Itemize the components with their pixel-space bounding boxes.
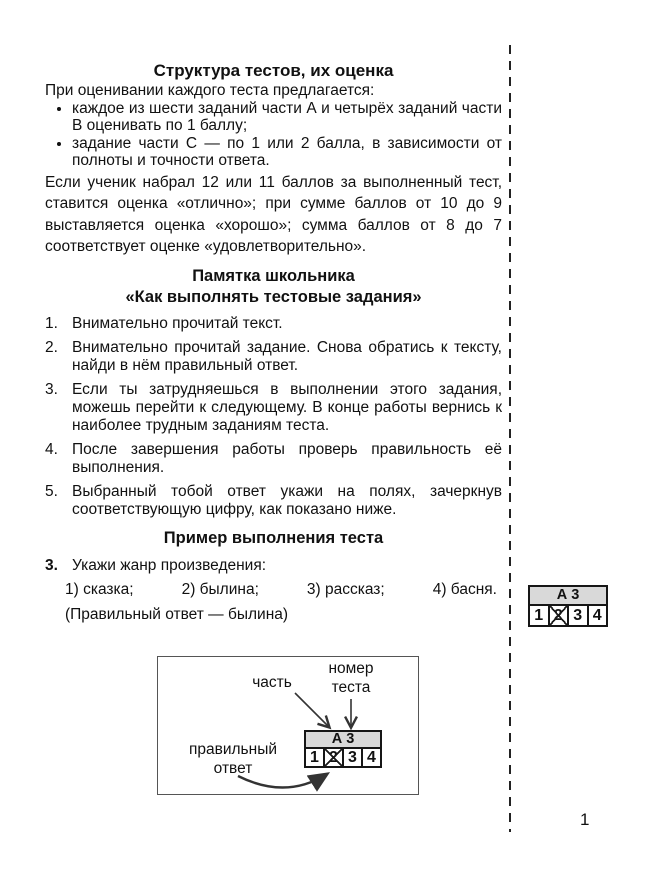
example-heading: Пример выполнения теста	[163, 528, 384, 547]
part-arrow	[294, 692, 332, 730]
list-item: 4. После завершения работы проверь прави…	[45, 441, 502, 477]
correct-answer-note: (Правильный ответ — былина)	[65, 605, 289, 623]
dashed-cut-line	[509, 45, 511, 832]
answer-cell-2-crossed: 2	[547, 604, 569, 627]
list-item: 1. Внимательно прочитай текст.	[45, 315, 502, 333]
label-test-number: номер теста	[318, 659, 384, 697]
answer-cell-3: 3	[567, 604, 589, 627]
answer-table-row: 1 2 3 4	[304, 747, 382, 768]
question-text: Укажи жанр произведения:	[72, 556, 267, 574]
list-item-text: Выбранный тобой ответ укажи на полях, за…	[72, 482, 502, 518]
list-item-text: После завершения работы проверь правильн…	[72, 440, 502, 476]
list-item-number: 2.	[45, 338, 58, 356]
main-text-column: Структура тестов, их оценка При оцениван…	[45, 60, 502, 625]
label-part: часть	[252, 674, 292, 691]
example-question: 3. Укажи жанр произведения:	[45, 556, 502, 576]
list-item: 5. Выбранный тобой ответ укажи на полях,…	[45, 483, 502, 519]
answer-options-row: 1) сказка; 2) былина; 3) рассказ; 4) бас…	[65, 581, 497, 599]
list-item-number: 1.	[45, 314, 58, 332]
answer-cell-4: 4	[586, 604, 608, 627]
list-item-text: Если ты затрудняешься в выполнении этого…	[72, 380, 502, 434]
answer-table-header: А 3	[528, 585, 608, 606]
answer-cell-4: 4	[361, 747, 382, 768]
label-correct-answer: правильный ответ	[174, 740, 292, 778]
correct-answer-arrow	[237, 772, 331, 792]
bullet-item: задание части С — по 1 или 2 балла, в за…	[72, 135, 502, 170]
diagram-answer-table: А 3 1 2 3 4	[304, 730, 382, 768]
memo-list: 1. Внимательно прочитай текст. 2. Внимат…	[45, 315, 502, 519]
answer-table-header: А 3	[304, 730, 382, 749]
list-item-number: 5.	[45, 482, 58, 500]
list-item-text: Внимательно прочитай задание. Снова обра…	[72, 338, 502, 374]
grading-rules-paragraph: Если ученик набрал 12 или 11 баллов за в…	[45, 173, 502, 256]
list-item-number: 4.	[45, 440, 58, 458]
list-item: 2. Внимательно прочитай задание. Снова о…	[45, 339, 502, 375]
label-correct-answer-line2: ответ	[213, 760, 253, 777]
label-correct-answer-line1: правильный	[188, 741, 277, 758]
answer-cell-3: 3	[342, 747, 363, 768]
page-number: 1	[580, 810, 590, 829]
list-item-text: Внимательно прочитай текст.	[72, 314, 283, 332]
answer-table-row: 1 2 3 4	[528, 604, 608, 627]
memo-heading-line1: Памятка школьника	[192, 266, 355, 285]
intro-paragraph: При оценивании каждого теста предлагаетс…	[45, 82, 375, 99]
bullet-item: каждое из шести заданий части А и четырё…	[72, 100, 502, 135]
answer-option: 2) былина;	[181, 580, 259, 598]
list-item-number: 3.	[45, 380, 58, 398]
answer-option: 4) басня.	[432, 580, 497, 598]
label-test-number-line1: номер	[328, 660, 374, 677]
question-number: 3.	[45, 556, 58, 574]
page-title: Структура тестов, их оценка	[153, 61, 394, 80]
label-test-number-line2: теста	[331, 679, 371, 696]
list-item: 3. Если ты затрудняешься в выполнении эт…	[45, 381, 502, 435]
memo-heading-line2: «Как выполнять тестовые задания»	[125, 288, 422, 306]
answer-cell-1: 1	[528, 604, 550, 627]
scoring-bullet-list: каждое из шести заданий части А и четырё…	[45, 100, 502, 170]
cross-mark-icon	[549, 606, 567, 625]
answer-option: 3) рассказ;	[306, 580, 385, 598]
diagram-arrows	[237, 692, 358, 792]
answer-cell-2-crossed: 2	[323, 747, 344, 768]
margin-answer-table: А 3 1 2 3 4	[528, 585, 608, 627]
memo-heading: Памятка школьника «Как выполнять тестовы…	[45, 266, 502, 309]
answer-marking-diagram: часть номер теста правильный ответ А 3 1…	[157, 656, 419, 795]
answer-cell-1: 1	[304, 747, 325, 768]
answer-option: 1) сказка;	[65, 580, 134, 598]
cross-mark-icon	[325, 749, 342, 766]
